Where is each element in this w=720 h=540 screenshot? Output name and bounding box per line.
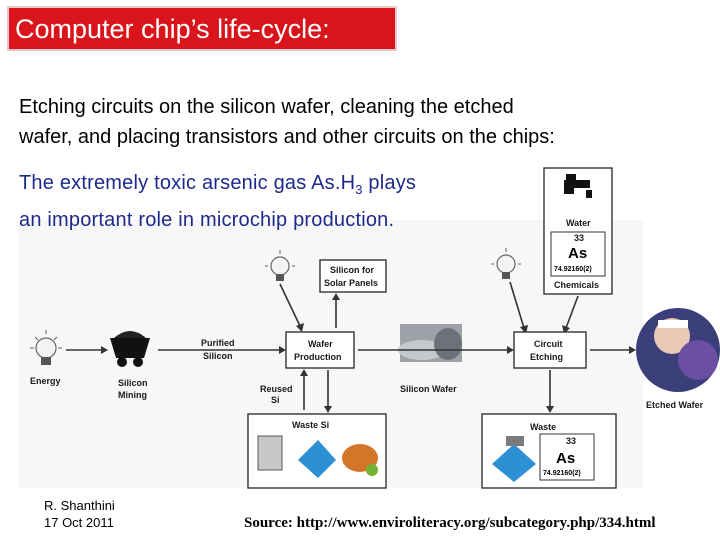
wafer-production-label-2: Production xyxy=(294,352,342,362)
intro-line-1: Etching circuits on the silicon wafer, c… xyxy=(19,96,514,118)
source-citation: Source: http://www.enviroliteracy.org/su… xyxy=(244,515,656,531)
arrow-chemicals-circuit xyxy=(565,295,579,329)
purified-silicon-label-1: Purified xyxy=(201,338,235,348)
slide-title: Computer chip’s life-cycle: xyxy=(15,14,330,44)
purified-silicon-label-2: Silicon xyxy=(203,351,233,361)
solar-panels-label-1: Silicon for xyxy=(330,265,375,275)
arsenic-note-pre: The extremely toxic arsenic gas As.H xyxy=(19,172,356,194)
arsenic-note-sub: 3 xyxy=(355,182,363,197)
waste-drain-icon xyxy=(492,436,536,482)
arsenic-note-post: plays xyxy=(362,172,417,194)
arsenic-symbol-bottom: As xyxy=(556,450,575,467)
arsenic-element-tile-bottom xyxy=(539,433,595,481)
silicon-mining-label-2: Mining xyxy=(118,390,147,400)
author-block: R. Shanthini 17 Oct 2011 xyxy=(44,497,115,531)
circuit-etching-label-1: Circuit xyxy=(534,339,563,349)
water-label: Water xyxy=(566,218,591,228)
waste-label: Waste xyxy=(530,422,556,432)
arrow-energy-wafer xyxy=(279,283,301,327)
energy-bulb-icon xyxy=(30,330,62,365)
wafer-production-label-1: Wafer xyxy=(308,339,333,349)
reused-si-label-2: Si xyxy=(271,395,280,405)
mining-cart-icon xyxy=(110,331,150,367)
solar-panels-label-2: Solar Panels xyxy=(324,278,378,288)
waste-items-icon xyxy=(257,435,378,478)
etched-wafer-label: Etched Wafer xyxy=(646,400,704,410)
silicon-mining-label-1: Silicon xyxy=(118,378,148,388)
energy-bulb-icon-3 xyxy=(491,248,521,279)
arsenic-number-top: 33 xyxy=(574,233,584,243)
water-tap-icon xyxy=(564,174,592,198)
energy-bulb-icon-2 xyxy=(265,250,295,281)
intro-text: Etching circuits on the silicon wafer, c… xyxy=(19,92,709,152)
circuit-etching-box xyxy=(513,331,587,369)
arsenic-note: The extremely toxic arsenic gas As.H3 pl… xyxy=(19,168,539,235)
intro-line-2: wafer, and placing transistors and other… xyxy=(19,126,555,148)
silicon-wafer-image xyxy=(398,324,462,362)
arsenic-symbol-top: As xyxy=(568,245,587,262)
wafer-production-box xyxy=(285,331,355,369)
arsenic-note-line-1: The extremely toxic arsenic gas As.H3 pl… xyxy=(19,168,539,205)
arsenic-number-bottom: 33 xyxy=(566,436,576,446)
circuit-etching-label-2: Etching xyxy=(530,352,563,362)
arrow-energy-circuit xyxy=(509,281,525,329)
chemicals-label: Chemicals xyxy=(554,280,599,290)
silicon-wafer-label: Silicon Wafer xyxy=(400,384,457,394)
arsenic-note-line-2: an important role in microchip productio… xyxy=(19,209,395,231)
arsenic-mass-bottom: 74.92160(2) xyxy=(543,470,581,477)
slide-title-box: Computer chip’s life-cycle: xyxy=(7,6,397,51)
author-date: 17 Oct 2011 xyxy=(44,515,114,530)
chip-lifecycle-diagram: Energy Silicon Mining Purified Silicon S… xyxy=(18,167,720,489)
arsenic-element-tile xyxy=(550,231,606,277)
energy-label: Energy xyxy=(30,376,61,386)
arsenic-mass-top: 74.92160(2) xyxy=(554,266,592,273)
solar-panels-box xyxy=(319,259,387,293)
etched-wafer-photo xyxy=(636,308,720,392)
author-name: R. Shanthini xyxy=(44,498,115,513)
reused-si-label-1: Reused xyxy=(260,384,293,394)
waste-si-label: Waste Si xyxy=(292,420,329,430)
